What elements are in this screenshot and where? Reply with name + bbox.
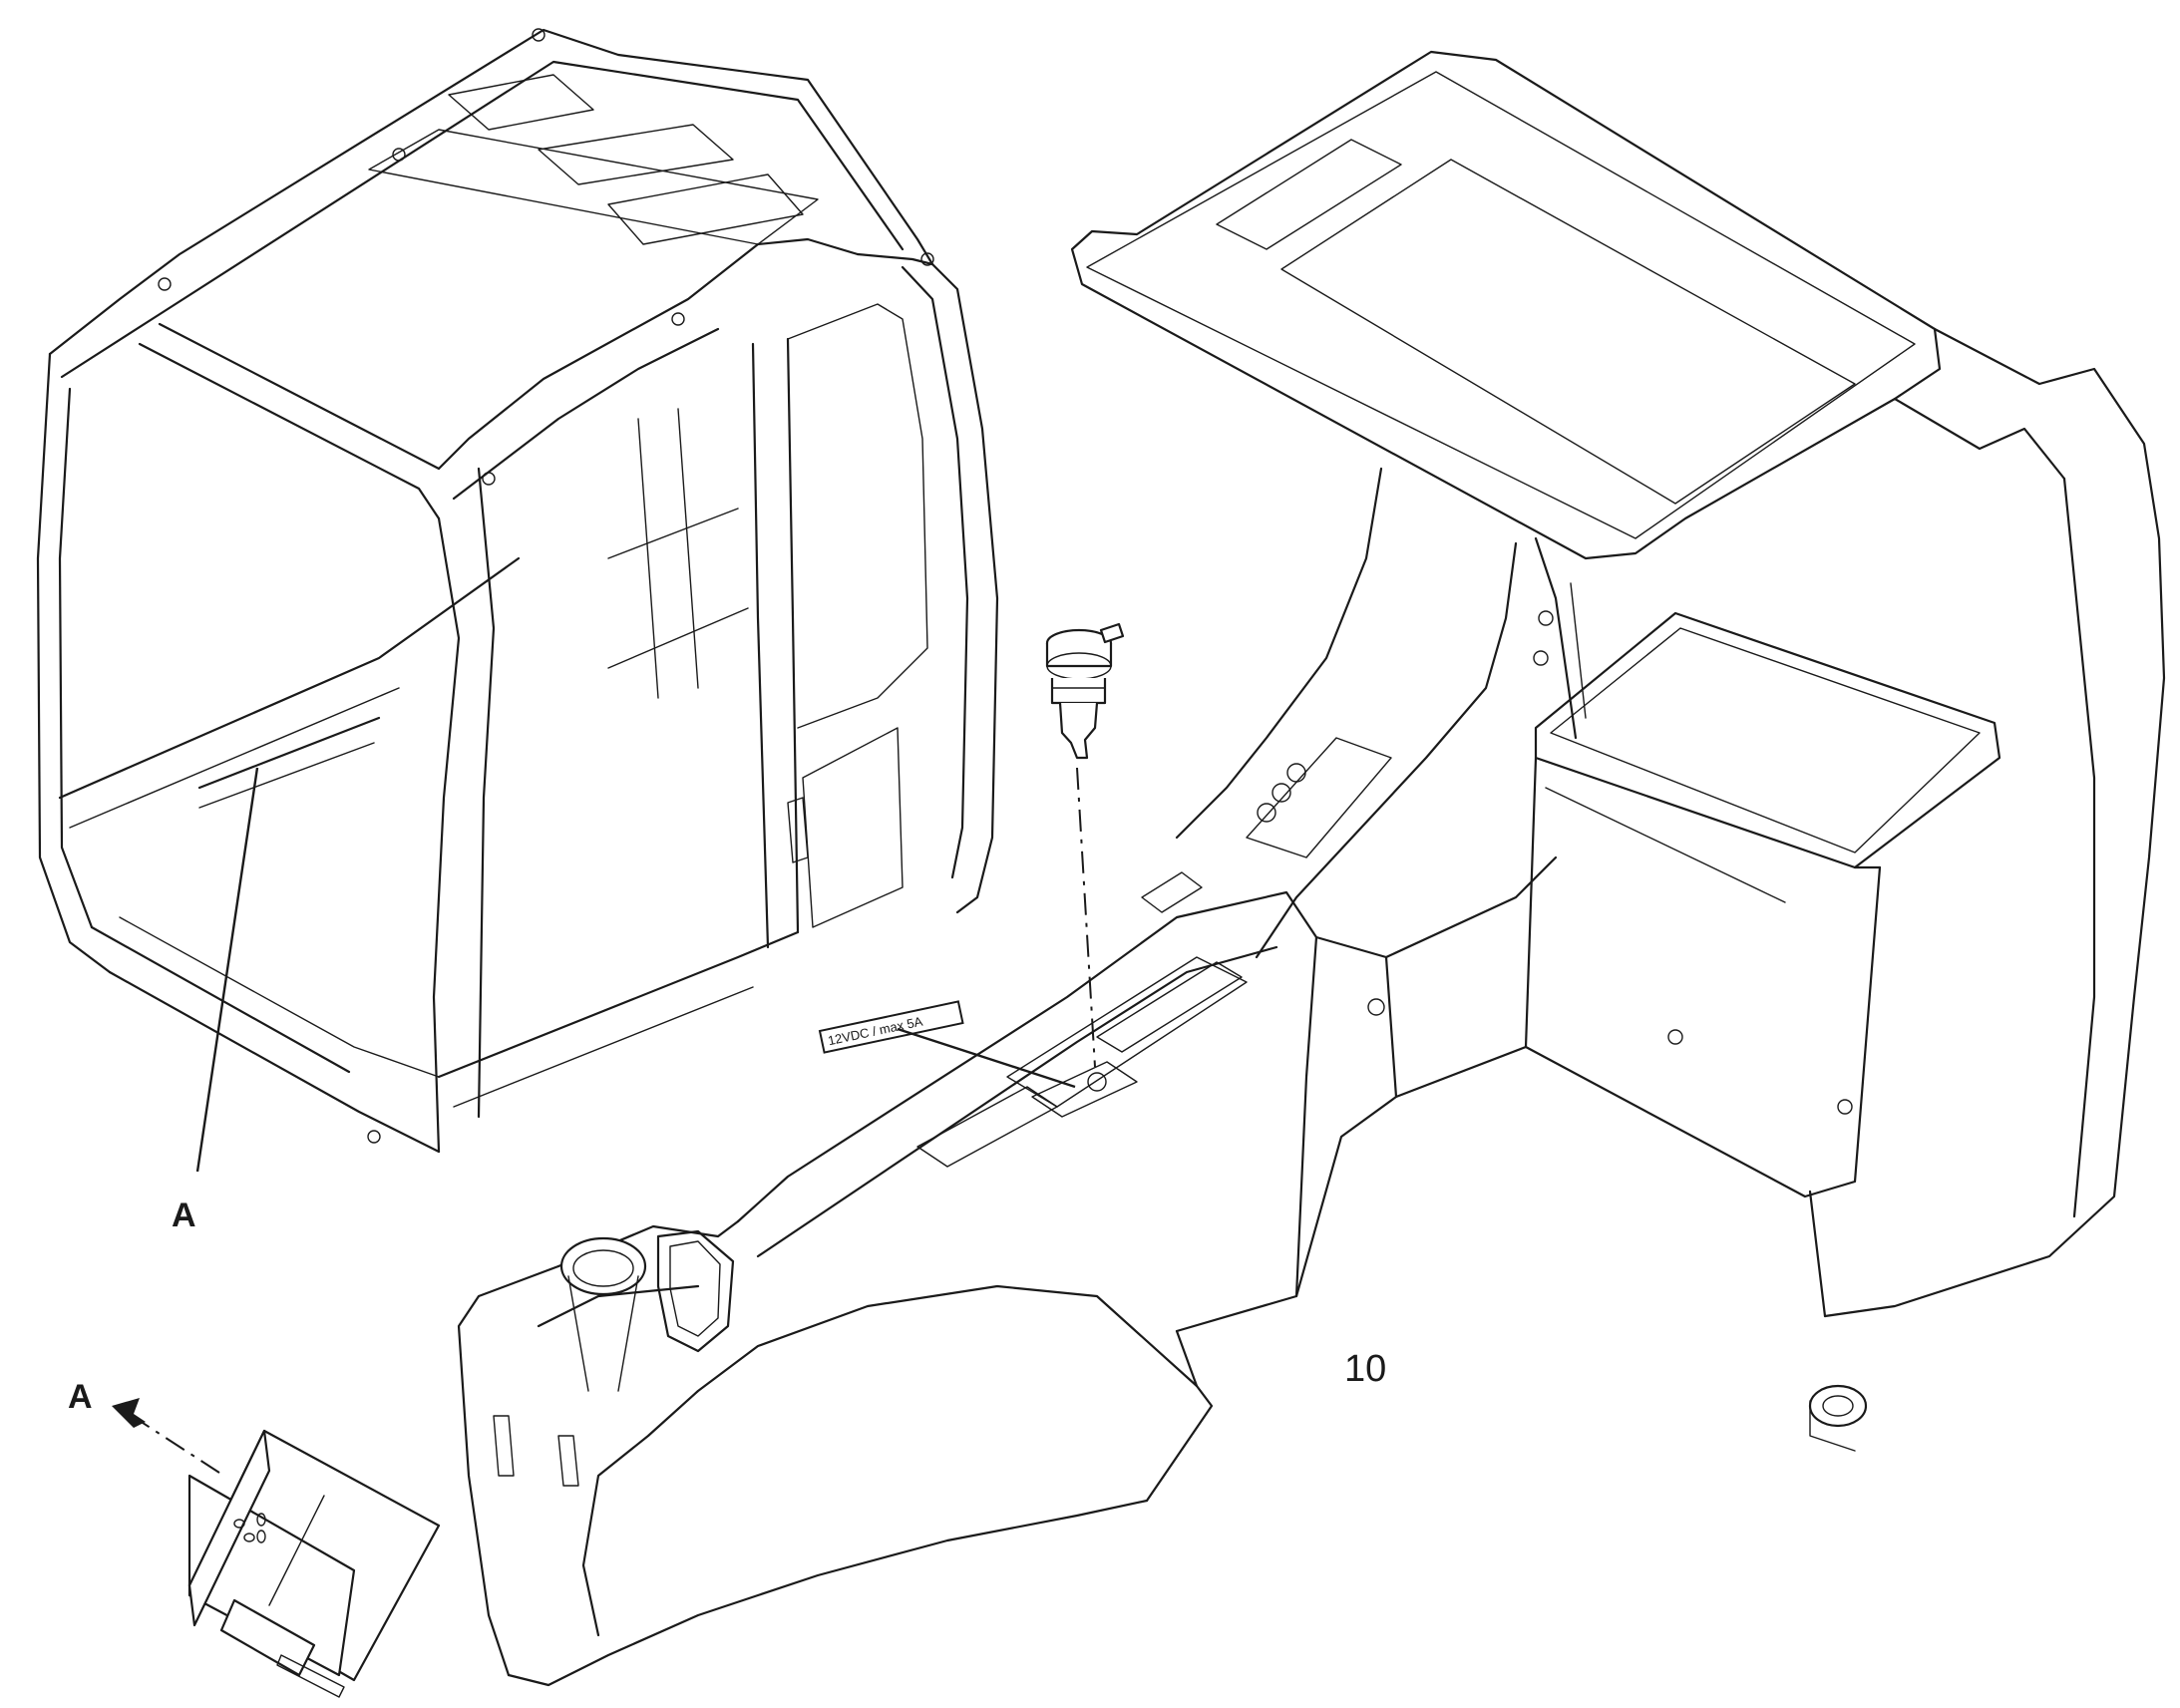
- part-number-label: 10: [1344, 1348, 1386, 1390]
- tag-leader-line: [897, 1027, 1076, 1089]
- detail-view-a-box: [187, 1429, 441, 1698]
- power-socket-part: [1045, 622, 1125, 760]
- assembly-axis-line: [1076, 767, 1096, 1068]
- leader-line-a: [195, 767, 259, 1173]
- detail-view-arrow-icon: [112, 1398, 146, 1428]
- console-frame: [457, 50, 2166, 1687]
- cab-frame: [36, 28, 999, 1154]
- detail-view-axis-line: [139, 1420, 220, 1474]
- callout-a-detail: A: [68, 1378, 93, 1416]
- socket-tag-label: 12VDC / max 5A: [818, 1000, 964, 1054]
- callout-a: A: [172, 1196, 196, 1234]
